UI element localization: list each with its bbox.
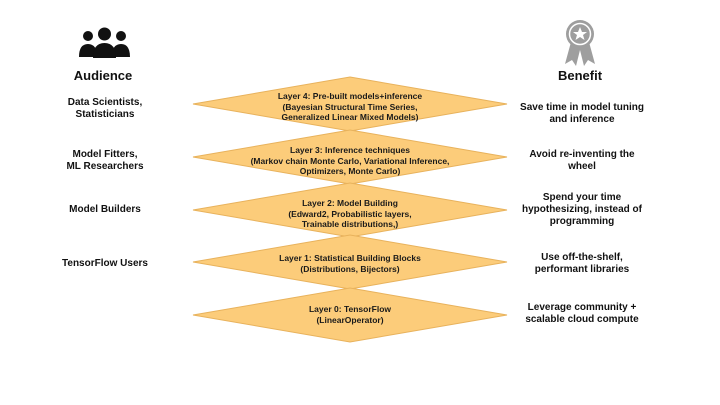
layer-3-title: Layer 3: Inference techniques — [290, 145, 410, 155]
layer-4-detail: (Bayesian Structural Time Series, Genera… — [281, 101, 419, 123]
layer-0-detail: (LinearOperator) — [316, 314, 384, 325]
benefit-layer-3: Avoid re-inventing the wheel — [529, 149, 635, 172]
benefit-heading: Benefit — [557, 68, 603, 83]
layer-2-label: Layer 2: Model Building (Edward2, Probab… — [225, 198, 475, 230]
audience-layer-2: Model Builders — [69, 204, 141, 215]
audience-layer-4: Data Scientists, Statisticians — [67, 97, 143, 120]
award-ribbon-icon — [565, 20, 595, 66]
layer-2-detail: (Edward2, Probabilistic layers, Trainabl… — [288, 208, 412, 230]
layer-3-detail: (Markov chain Monte Carlo, Variational I… — [250, 155, 450, 177]
benefit-layer-0: Leverage community + scalable cloud comp… — [525, 302, 639, 325]
benefit-layer-2: Spend your time hypothesizing, instead o… — [521, 192, 642, 227]
audience-layer-1: TensorFlow Users — [62, 258, 148, 269]
layer-0-label: Layer 0: TensorFlow (LinearOperator) — [225, 304, 475, 325]
layer-0-diamond — [192, 287, 508, 343]
layer-3-label: Layer 3: Inference techniques (Markov ch… — [225, 145, 475, 177]
group-people-icon — [79, 27, 130, 58]
layer-4-label: Layer 4: Pre-built models+inference (Bay… — [225, 91, 475, 123]
layer-1-detail: (Distributions, Bijectors) — [300, 263, 400, 274]
audience-heading: Audience — [73, 68, 133, 83]
layer-1-title: Layer 1: Statistical Building Blocks — [279, 253, 421, 263]
layer-2-title: Layer 2: Model Building — [302, 198, 398, 208]
audience-layer-3: Model Fitters, ML Researchers — [66, 149, 144, 172]
layer-4-title: Layer 4: Pre-built models+inference — [277, 91, 423, 101]
benefit-layer-1: Use off-the-shelf, performant libraries — [534, 252, 630, 275]
benefit-layer-4: Save time in model tuning and inference — [520, 102, 644, 125]
layer-1-label: Layer 1: Statistical Building Blocks (Di… — [225, 253, 475, 274]
layer-0-title: Layer 0: TensorFlow — [308, 304, 392, 314]
